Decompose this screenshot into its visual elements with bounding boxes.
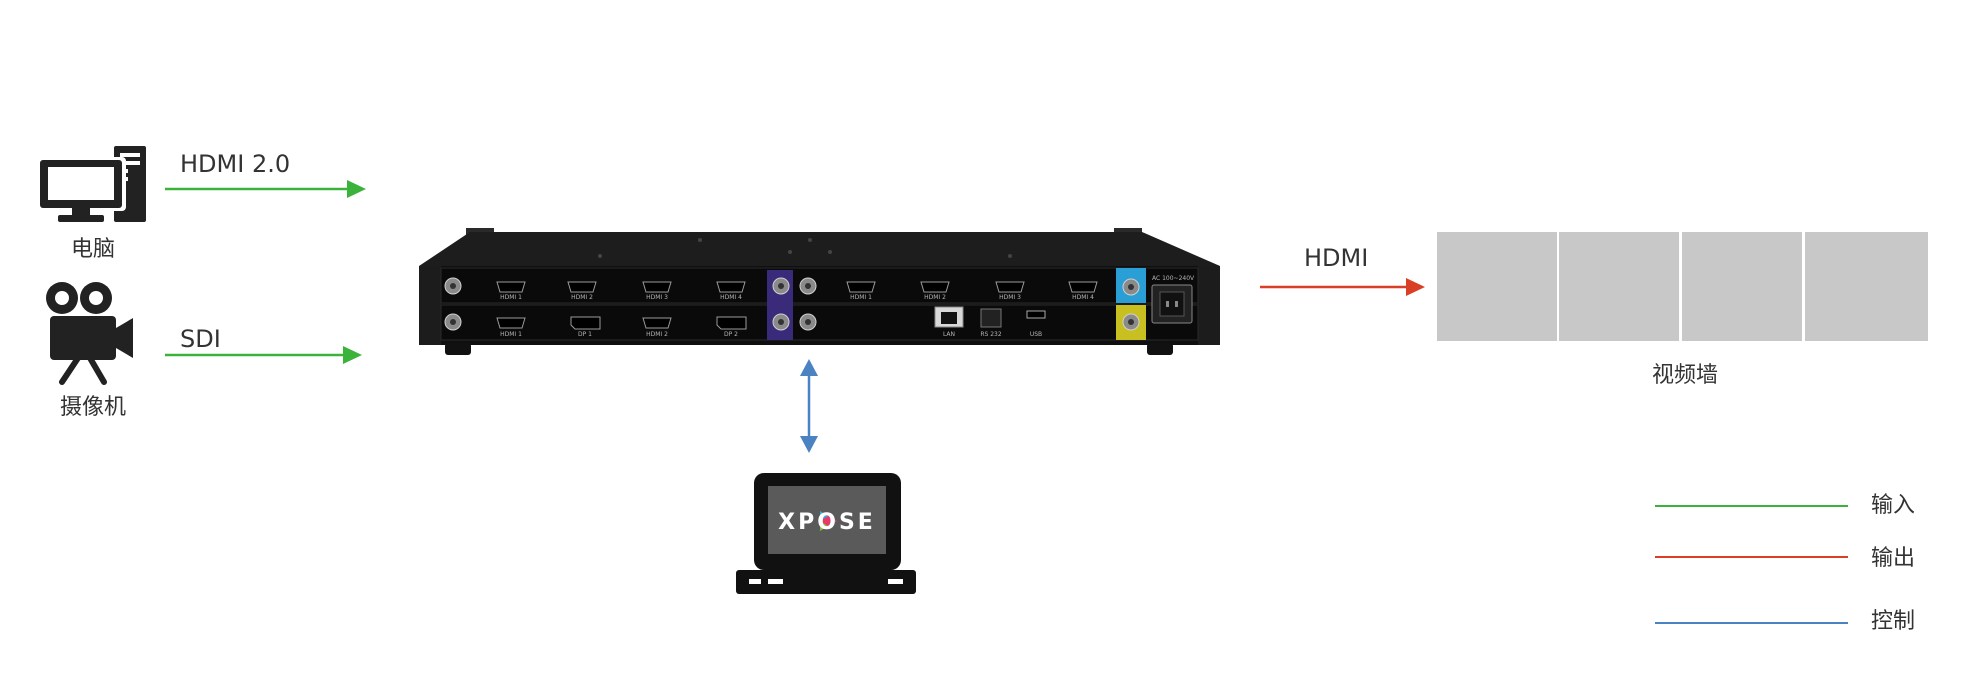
port-label: USB <box>1030 331 1042 338</box>
port-label: HDMI 4 <box>1072 294 1094 301</box>
legend: 输入 输出 控制 <box>1655 493 1915 634</box>
port-label: HDMI 3 <box>646 294 668 301</box>
power-socket <box>1151 284 1193 324</box>
hdmi-port <box>496 317 672 329</box>
hdmi-output-arrow <box>1260 278 1425 296</box>
device-top-face <box>419 232 1220 266</box>
video-processor-device: HDMI 1 HDMI 2 HDMI 3 HDMI 4 HDMI 1 HDMI … <box>419 228 1220 355</box>
video-wall-panel <box>1437 232 1557 341</box>
video-wall-panel <box>1682 232 1802 341</box>
desktop-computer-icon <box>36 146 146 222</box>
device-foot <box>1147 343 1173 355</box>
legend-label-control: 控制 <box>1871 609 1915 634</box>
port-label: RS 232 <box>980 331 1002 338</box>
laptop-icon: XPOSE <box>736 473 916 594</box>
rs232-port <box>980 308 1002 328</box>
laptop-base <box>736 570 916 594</box>
port-label: DP 1 <box>578 331 592 338</box>
port-label: LAN <box>943 331 955 338</box>
xpose-logo-mark <box>820 511 837 531</box>
control-arrow <box>800 359 818 453</box>
video-wall-panel <box>1805 232 1928 341</box>
camera-label: 摄像机 <box>60 395 126 420</box>
video-camera-icon <box>46 282 133 385</box>
port-label: HDMI 4 <box>720 294 742 301</box>
hdmi-output-label: HDMI <box>1304 244 1368 272</box>
usb-port <box>1026 310 1046 319</box>
legend-label-input: 输入 <box>1871 493 1915 518</box>
lan-port <box>934 306 964 328</box>
device-bottom-row <box>440 304 1199 341</box>
port-label: DP 2 <box>724 331 738 338</box>
port-label: HDMI 1 <box>500 331 522 338</box>
video-wall-label: 视频墙 <box>1652 363 1718 388</box>
port-label: HDMI 1 <box>850 294 872 301</box>
port-label: HDMI 1 <box>500 294 522 301</box>
hdmi-input-label: HDMI 2.0 <box>180 150 290 178</box>
port-label: HDMI 3 <box>999 294 1021 301</box>
port-label: HDMI 2 <box>646 331 668 338</box>
hdmi-input-arrow <box>165 180 366 198</box>
computer-label: 电脑 <box>71 237 115 262</box>
power-label: AC 100~240V <box>1152 275 1195 282</box>
legend-label-output: 输出 <box>1871 546 1915 571</box>
xpose-logo: XPOSE <box>778 510 876 535</box>
sdi-input-arrow <box>165 346 362 364</box>
hdmi-port <box>496 281 1098 293</box>
port-label: HDMI 2 <box>571 294 593 301</box>
port-label: HDMI 2 <box>924 294 946 301</box>
device-foot <box>445 343 471 355</box>
displayport-port <box>570 316 747 330</box>
video-wall <box>1437 232 1928 341</box>
video-wall-panel <box>1559 232 1679 341</box>
sdi-input-label: SDI <box>180 325 221 353</box>
